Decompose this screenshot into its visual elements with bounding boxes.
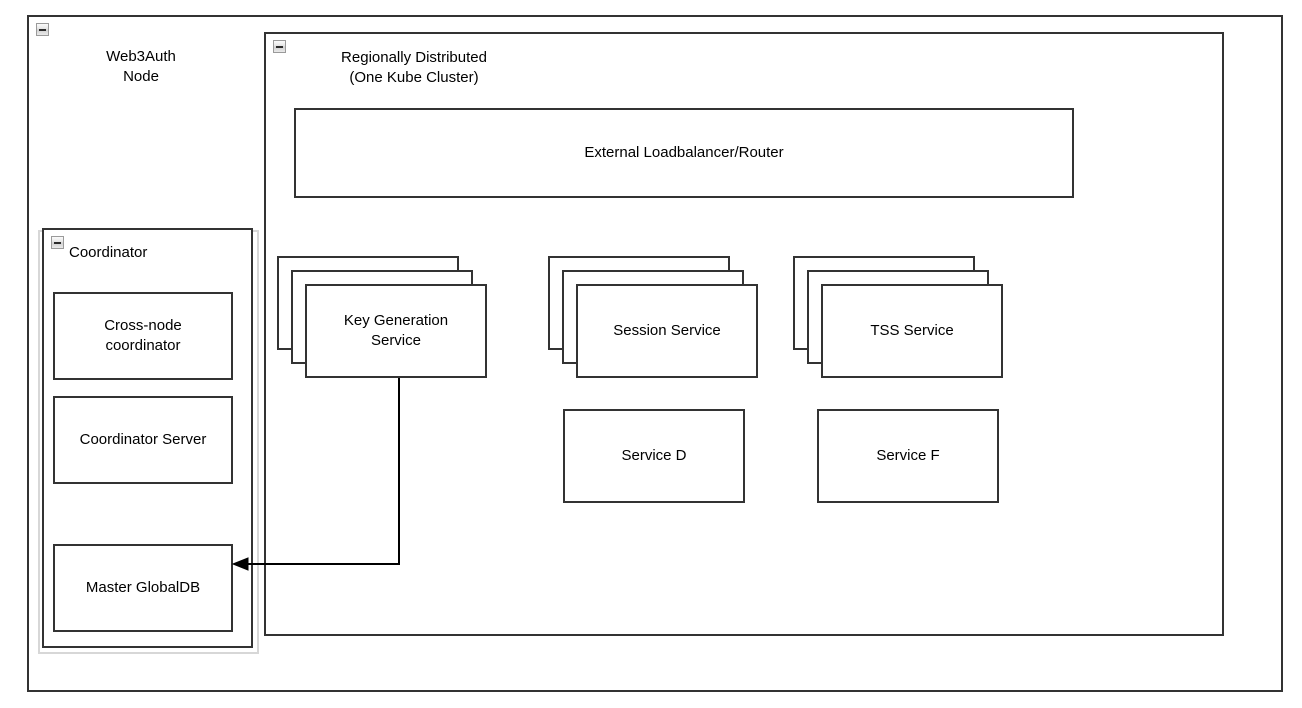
key-generation-service-stack[interactable]: Key Generation Service <box>277 256 489 378</box>
tss-service-box[interactable]: TSS Service <box>821 284 1003 378</box>
kube-cluster-title: Regionally Distributed (One Kube Cluster… <box>341 49 487 87</box>
cross-node-coordinator-box[interactable]: Cross-node coordinator <box>53 292 233 380</box>
service-f-box[interactable]: Service F <box>817 409 999 503</box>
collapse-minus-icon[interactable] <box>36 23 49 36</box>
collapse-minus-icon[interactable] <box>51 236 64 249</box>
master-globaldb-box[interactable]: Master GlobalDB <box>53 544 233 632</box>
coordinator-title: Coordinator <box>69 244 148 261</box>
session-service-box[interactable]: Session Service <box>576 284 758 378</box>
tss-service-stack[interactable]: TSS Service <box>793 256 1005 378</box>
web3auth-node-title: Web3Auth Node <box>106 48 176 86</box>
session-service-stack[interactable]: Session Service <box>548 256 760 378</box>
external-loadbalancer-router-box[interactable]: External Loadbalancer/Router <box>294 108 1074 198</box>
coordinator-server-box[interactable]: Coordinator Server <box>53 396 233 484</box>
key-generation-service-box[interactable]: Key Generation Service <box>305 284 487 378</box>
service-d-box[interactable]: Service D <box>563 409 745 503</box>
collapse-minus-icon[interactable] <box>273 40 286 53</box>
